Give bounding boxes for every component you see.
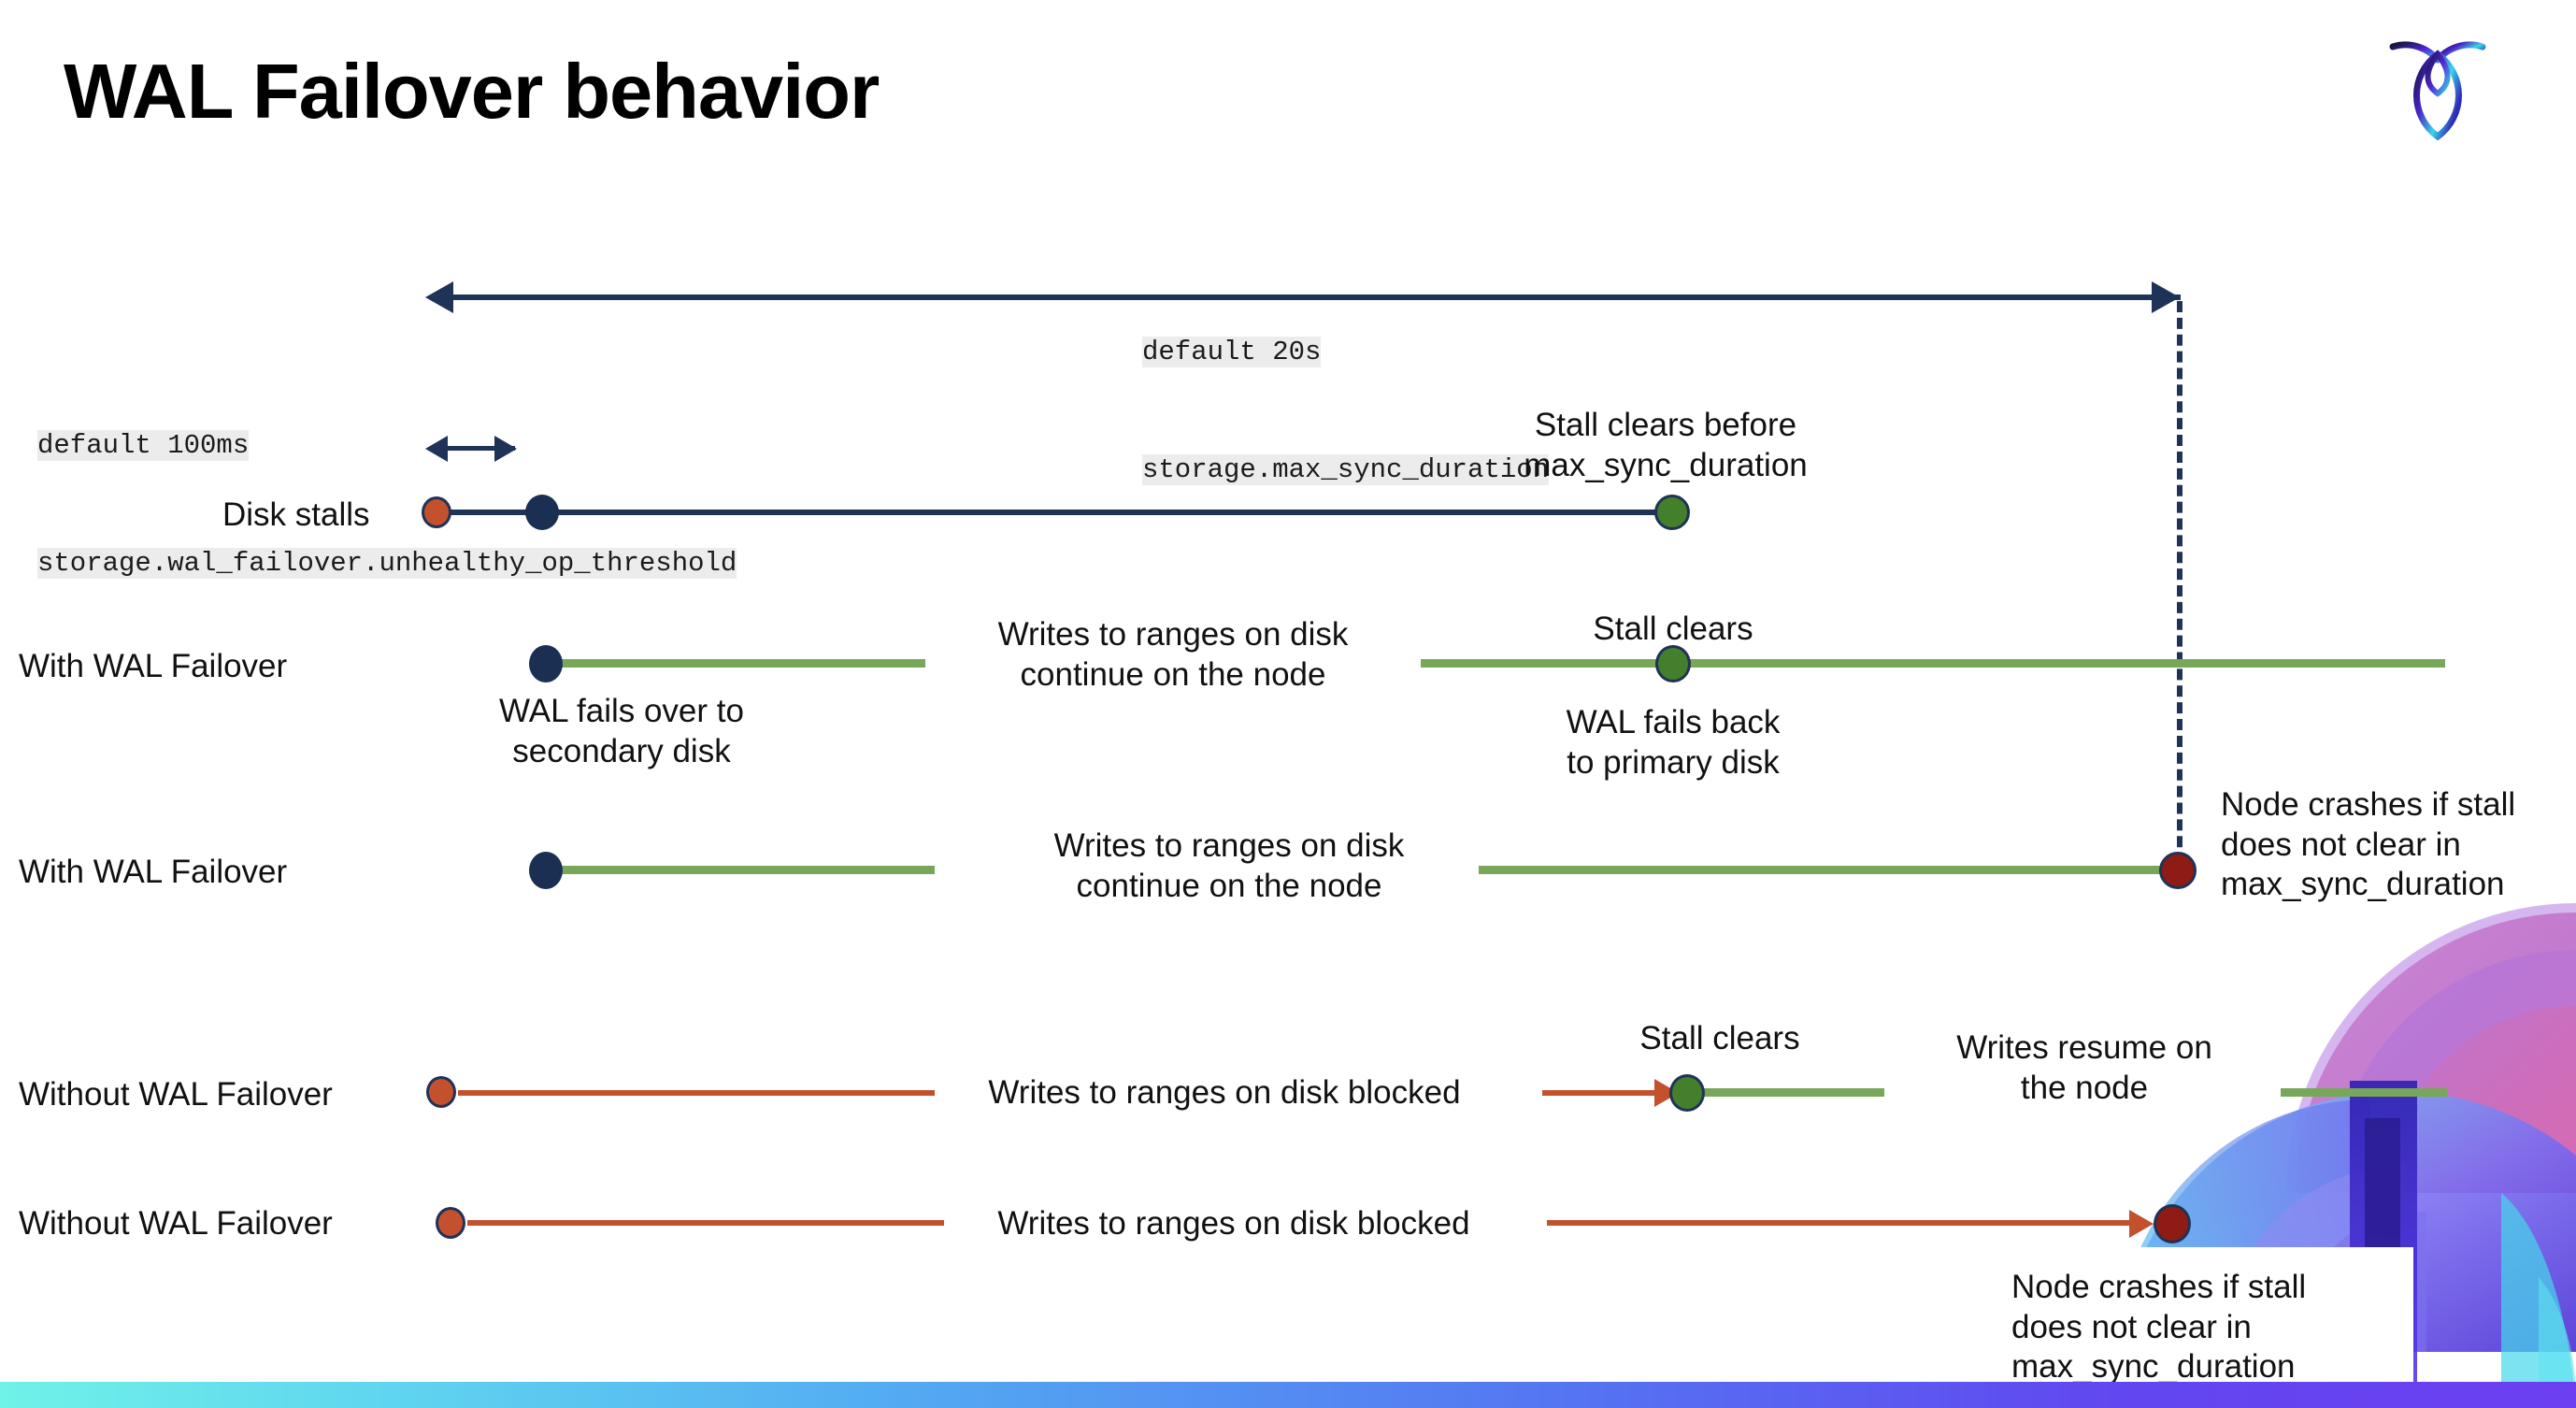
annotation-line-1: Writes to ranges on disk blocked — [988, 1074, 1461, 1111]
row-label-without-wal-failover-clears: Without WAL Failover — [19, 1076, 333, 1113]
top-scale-annotation: default 20s storage.max_sync_duration — [1142, 254, 1550, 568]
marker-stall-start — [426, 1076, 456, 1108]
annotation-line-3: max_sync_duration — [2221, 866, 2505, 903]
marker-node-crash — [2154, 1204, 2191, 1243]
row-label-disk-stalls: Disk stalls — [222, 496, 370, 533]
annotation-line-3: max_sync_duration — [2011, 1348, 2296, 1386]
threshold-left-arrowhead — [425, 436, 448, 462]
top-scale-setting: storage.max_sync_duration — [1142, 454, 1550, 486]
annotation-line-1: Node crashes if stall — [2221, 786, 2516, 823]
without-failover-crash-timeline-segment-2 — [1547, 1220, 2136, 1226]
annotation-line-2: to primary disk — [1567, 743, 1780, 781]
marker-failover-start — [529, 645, 563, 682]
left-scale-default: default 100ms — [37, 430, 250, 462]
without-failover-resume-segment — [1692, 1088, 1884, 1097]
marker-node-crash — [2159, 852, 2197, 889]
row-label-with-wal-failover-clears: With WAL Failover — [19, 648, 288, 684]
top-scale-right-arrowhead — [2152, 281, 2180, 313]
top-scale-line — [451, 295, 2181, 300]
marker-stall-cleared — [1669, 1074, 1705, 1112]
annotation-line-1: Writes to ranges on disk blocked — [997, 1205, 1470, 1242]
row-label-with-wal-failover-crash: With WAL Failover — [19, 854, 288, 890]
node-crash-callout-box — [1974, 1247, 2413, 1408]
annotation-line-2: continue on the node — [1076, 867, 1382, 904]
annotation-writes-blocked: Writes to ranges on disk blocked — [935, 1073, 1514, 1113]
annotation-stall-clears-before: Stall clears before max_sync_duration — [1479, 406, 1853, 485]
max-sync-duration-guide — [2177, 301, 2182, 881]
marker-stall-start — [436, 1207, 465, 1239]
annotation-stall-clears: Stall clears — [1533, 610, 1813, 650]
annotation-writes-continue: Writes to ranges on disk continue on the… — [935, 615, 1411, 695]
marker-threshold-crossed — [525, 495, 559, 530]
annotation-line-2: the node — [2020, 1069, 2149, 1106]
top-scale-left-arrowhead — [425, 281, 453, 313]
threshold-right-arrowhead — [494, 436, 517, 462]
annotation-line-1: WAL fails over to — [499, 693, 744, 729]
row-label-without-wal-failover-crash: Without WAL Failover — [19, 1205, 333, 1242]
annotation-line-1: Writes to ranges on disk — [997, 616, 1349, 653]
marker-stall-cleared — [1655, 645, 1691, 682]
with-failover-crash-timeline-segment-2 — [1479, 866, 2170, 874]
without-failover-timeline-segment-2 — [1542, 1090, 1662, 1096]
annotation-line-1: Node crashes if stall — [2011, 1269, 2307, 1305]
annotation-line-1: Stall clears — [1639, 1020, 1800, 1056]
annotation-writes-continue: Writes to ranges on disk continue on the… — [991, 826, 1467, 906]
with-failover-timeline-segment-2 — [1421, 659, 2445, 668]
left-scale-annotation: default 100ms storage.wal_failover.unhea… — [37, 348, 737, 662]
annotation-line-1: WAL fails back — [1566, 704, 1781, 740]
annotation-line-1: Stall clears — [1593, 611, 1753, 647]
with-failover-timeline-segment-1 — [544, 659, 925, 668]
annotation-writes-blocked: Writes to ranges on disk blocked — [944, 1204, 1524, 1244]
threshold-line — [446, 446, 515, 451]
annotation-line-1: Writes to ranges on disk — [1053, 827, 1405, 864]
annotation-line-2: max_sync_duration — [1524, 446, 1808, 483]
left-scale-setting: storage.wal_failover.unhealthy_op_thresh… — [37, 548, 737, 580]
annotation-line-2: does not clear in — [2221, 826, 2461, 863]
disk-stalls-timeline — [439, 510, 1673, 515]
annotation-line-2: continue on the node — [1020, 655, 1326, 693]
without-failover-crash-timeline-segment-1 — [467, 1220, 944, 1226]
without-failover-timeline-segment-1 — [458, 1090, 935, 1096]
annotation-stall-clears: Stall clears — [1580, 1019, 1860, 1059]
page-title: WAL Failover behavior — [64, 48, 880, 135]
node-crash-arrowhead — [2129, 1210, 2154, 1238]
with-failover-crash-timeline-segment-1 — [544, 866, 935, 874]
cockroachdb-logo — [2383, 26, 2492, 151]
bottom-gradient-bar — [0, 1382, 2576, 1408]
marker-stall-start — [422, 496, 451, 528]
annotation-line-1: Stall clears before — [1534, 407, 1797, 443]
marker-stall-cleared — [1654, 495, 1690, 530]
annotation-node-crashes: Node crashes if stall does not clear in … — [2221, 785, 2576, 905]
annotation-line-1: Writes resume on — [1956, 1029, 2212, 1066]
annotation-line-2: does not clear in — [2011, 1308, 2252, 1345]
without-failover-resume-segment-right — [2281, 1088, 2447, 1097]
marker-failover-start — [529, 852, 563, 889]
annotation-wal-fails-back: WAL fails back to primary disk — [1486, 703, 1860, 783]
annotation-node-crashes: Node crashes if stall does not clear in … — [2011, 1268, 2404, 1387]
annotation-line-2: secondary disk — [512, 732, 731, 769]
annotation-writes-resume: Writes resume on the node — [1925, 1028, 2243, 1108]
annotation-wal-fails-over: WAL fails over to secondary disk — [421, 692, 823, 771]
top-scale-default: default 20s — [1142, 337, 1322, 368]
